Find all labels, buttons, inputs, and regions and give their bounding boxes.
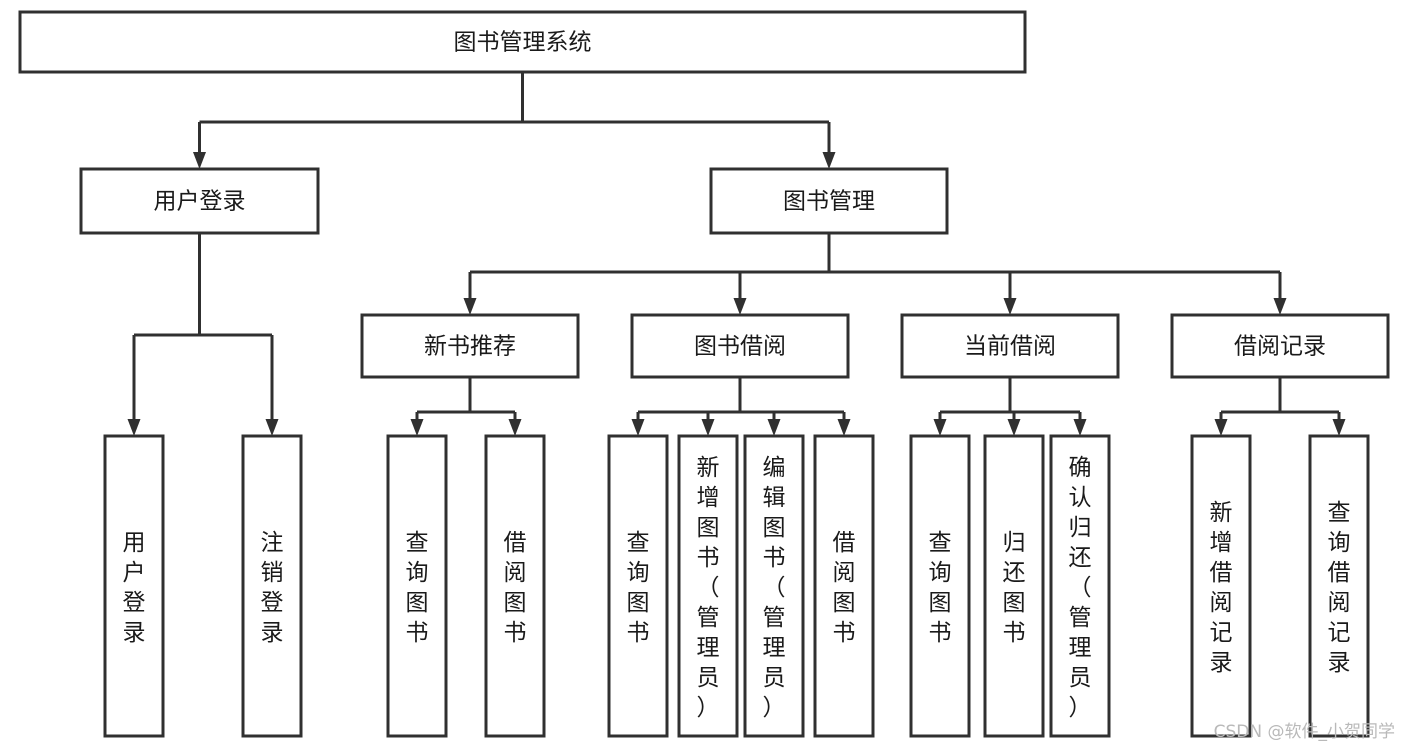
node-box [386,434,448,738]
node-current-borrow[interactable]: 当前借阅 [900,313,1120,379]
node-box [1308,434,1370,738]
node-box [79,167,320,235]
node-label: 图书管理系统 [454,30,592,56]
node-box [630,313,850,379]
node-book-manage[interactable]: 图书管理 [709,167,949,235]
node-leaf-add-book[interactable]: 新增图书（管理员） [677,434,739,738]
node-box [241,434,303,738]
node-label: 查询图书 [627,530,650,646]
node-leaf-query-record[interactable]: 查询借阅记录 [1308,434,1370,738]
node-new-book-rec[interactable]: 新书推荐 [360,313,580,379]
node-label: 借阅记录 [1234,334,1326,360]
node-label: 查询借阅记录 [1328,500,1351,676]
node-label: 新增图书（管理员） [697,455,720,721]
node-leaf-borrow-book-2[interactable]: 借阅图书 [813,434,875,738]
node-root[interactable]: 图书管理系统 [18,10,1027,74]
node-box [1049,434,1111,738]
node-leaf-user-logout[interactable]: 注销登录 [241,434,303,738]
node-box [709,167,949,235]
node-label: 新书推荐 [424,334,516,360]
node-box [103,434,165,738]
node-leaf-query-book-2[interactable]: 查询图书 [607,434,669,738]
node-borrow-record[interactable]: 借阅记录 [1170,313,1390,379]
node-box [484,434,546,738]
node-box [900,313,1120,379]
node-label: 图书管理 [783,189,875,215]
node-leaf-query-book-1[interactable]: 查询图书 [386,434,448,738]
node-user-login[interactable]: 用户登录 [79,167,320,235]
connectors-layer [127,72,1346,436]
node-label: 查询图书 [406,530,429,646]
node-box [1170,313,1390,379]
node-leaf-edit-book[interactable]: 编辑图书（管理员） [743,434,805,738]
node-leaf-borrow-book-1[interactable]: 借阅图书 [484,434,546,738]
node-box [607,434,669,738]
node-leaf-user-login[interactable]: 用户登录 [103,434,165,738]
node-label: 新增借阅记录 [1210,500,1233,676]
node-label: 用户登录 [123,530,146,646]
node-box [677,434,739,738]
node-label: 图书借阅 [694,334,786,360]
node-leaf-return-book[interactable]: 归还图书 [983,434,1045,738]
node-label: 用户登录 [154,189,246,215]
node-label: 借阅图书 [833,530,856,646]
node-box [18,10,1027,74]
node-label: 确认归还（管理员） [1069,455,1092,721]
node-label: 当前借阅 [964,334,1056,360]
node-label: 归还图书 [1003,530,1026,646]
node-leaf-query-book-3[interactable]: 查询图书 [909,434,971,738]
nodes-layer: 图书管理系统用户登录图书管理新书推荐图书借阅当前借阅借阅记录用户登录注销登录查询… [18,10,1390,738]
node-label: 借阅图书 [504,530,527,646]
csdn-watermark: CSDN @软件_小贺同学 [1213,722,1395,742]
node-leaf-confirm-return[interactable]: 确认归还（管理员） [1049,434,1111,738]
node-box [813,434,875,738]
node-box [983,434,1045,738]
node-box [360,313,580,379]
node-label: 编辑图书（管理员） [763,455,786,721]
node-label: 注销登录 [261,530,284,646]
node-leaf-add-record[interactable]: 新增借阅记录 [1190,434,1252,738]
node-label: 查询图书 [929,530,952,646]
node-box [1190,434,1252,738]
node-box [743,434,805,738]
node-book-borrow[interactable]: 图书借阅 [630,313,850,379]
node-box [909,434,971,738]
